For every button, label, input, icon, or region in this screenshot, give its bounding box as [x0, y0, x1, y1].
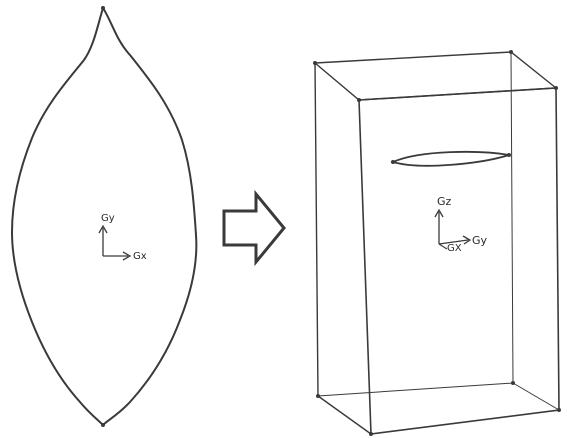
right-x-axis-label: GX: [447, 243, 462, 254]
box-vertex: [369, 432, 373, 436]
edge-on-leaf-right-tip: [507, 153, 511, 157]
box-edge-left-vertical: [314, 62, 319, 397]
left-x-axis-label: Gx: [133, 251, 147, 262]
right-z-arrowhead: [434, 208, 444, 218]
box-front-face: [358, 87, 560, 435]
right-y-axis-arrow: [438, 239, 469, 245]
leaf-shape-figure: [10, 5, 198, 427]
leaf-top-vertex: [101, 6, 105, 10]
left-y-axis-label: Gy: [101, 213, 115, 224]
right-y-axis-label: Gy: [472, 234, 488, 247]
box-back-face: [313, 51, 558, 101]
box-vertex: [313, 61, 317, 65]
box-vertex: [357, 98, 361, 102]
box-3d-figure: [313, 50, 561, 436]
box-vertex: [509, 50, 513, 54]
edge-on-leaf-outline: [390, 150, 510, 167]
right-axis-triad: Gz Gy GX: [434, 195, 488, 254]
box-edge-bottom-back: [317, 382, 514, 397]
box-vertex: [557, 408, 561, 412]
transform-arrow-icon: [222, 189, 286, 267]
box-vertex: [511, 381, 515, 385]
left-y-arrowhead: [98, 224, 108, 234]
box-edge-back-vertical: [510, 51, 514, 384]
box-edge-bottom-right: [512, 382, 560, 411]
right-x-axis-arrow: [438, 243, 448, 250]
right-z-axis-label: Gz: [437, 195, 452, 208]
left-axis-triad: Gy Gx: [98, 213, 147, 262]
leaf-bottom-vertex: [101, 423, 105, 427]
left-x-arrowhead: [122, 251, 132, 261]
box-vertex: [316, 394, 320, 398]
box-vertex: [554, 86, 558, 90]
edge-on-leaf-shape: [390, 150, 511, 167]
edge-on-leaf-left-tip: [391, 160, 395, 164]
right-y-arrowhead: [462, 235, 472, 245]
box-edge-bottom-left: [317, 395, 372, 435]
